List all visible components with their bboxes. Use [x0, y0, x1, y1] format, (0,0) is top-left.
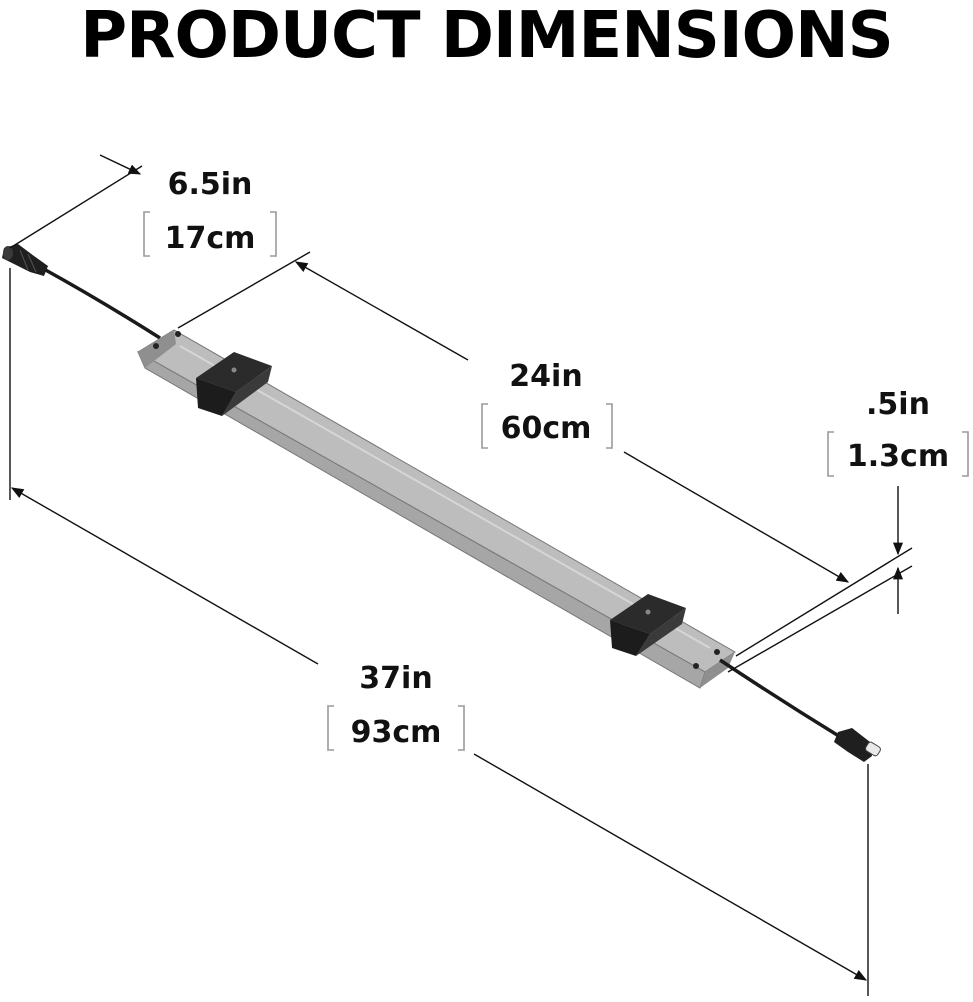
- mounting-clip-left: [196, 352, 272, 416]
- length-bracket-right: [458, 705, 465, 751]
- screw-hole-left: [175, 331, 181, 337]
- length-dimension: 37in 93cm: [9, 268, 869, 996]
- mount-metric-label: 60cm: [501, 411, 592, 446]
- height-bracket-left: [827, 431, 834, 477]
- depth-imperial-label: 6.5in: [168, 167, 253, 202]
- length-imperial-label: 37in: [359, 661, 432, 696]
- mount-bracket-right: [606, 403, 613, 449]
- mounting-clip-right: [610, 594, 686, 656]
- mount-imperial-label: 24in: [509, 359, 582, 394]
- bar-right-end: [700, 652, 735, 688]
- depth-bracket-right: [270, 211, 277, 257]
- height-metric-label: 1.3cm: [847, 439, 949, 474]
- screw-hole-right-2: [693, 663, 699, 669]
- length-metric-label: 93cm: [351, 715, 442, 750]
- mount-bracket-left: [481, 403, 488, 449]
- height-bracket-right: [962, 431, 969, 477]
- left-cable: [41, 266, 161, 340]
- led-bar: [2, 244, 881, 762]
- depth-bracket-left: [143, 211, 150, 257]
- screw-hole-right: [714, 649, 720, 655]
- bar-left-end: [138, 330, 176, 368]
- height-imperial-label: .5in: [866, 387, 930, 422]
- height-dimension: .5in 1.3cm: [727, 387, 969, 673]
- right-connector: [834, 728, 881, 762]
- length-bracket-left: [327, 705, 334, 751]
- depth-metric-label: 17cm: [165, 221, 256, 256]
- left-connector: [2, 244, 48, 276]
- right-cable: [719, 658, 843, 740]
- depth-dimension: 6.5in 17cm: [9, 154, 277, 257]
- mount-dimension: 24in 60cm: [177, 251, 850, 583]
- screw-hole-left-2: [153, 343, 159, 349]
- page-title: PRODUCT DIMENSIONS: [80, 0, 893, 73]
